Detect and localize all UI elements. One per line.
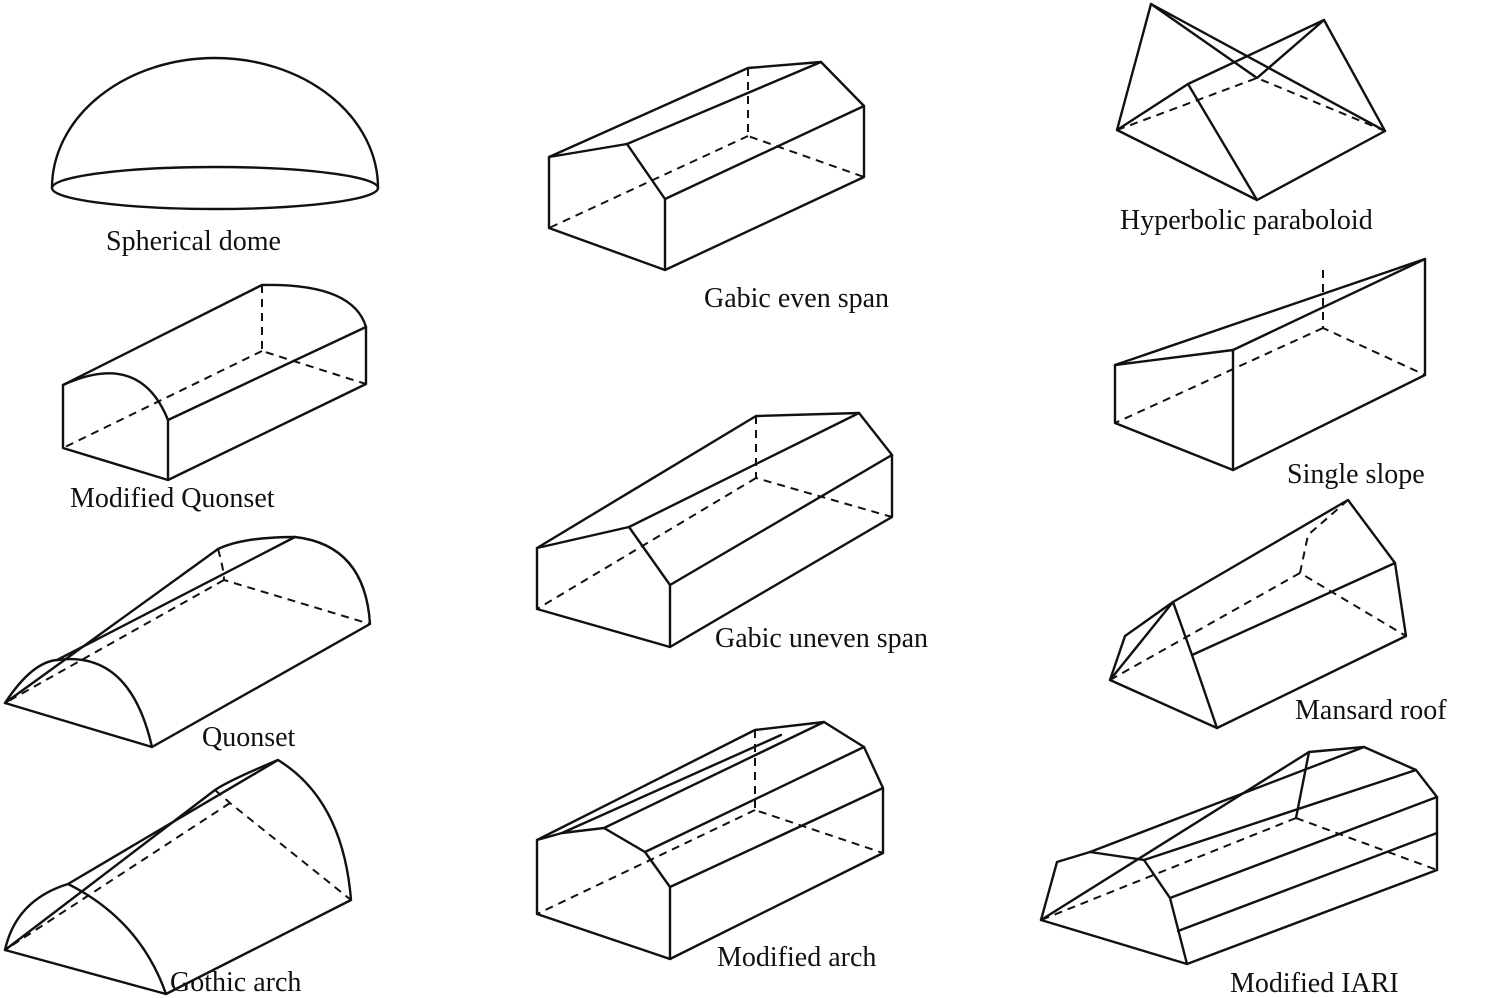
gabic-uneven-span-figure [535, 411, 894, 649]
gabic-even-span-figure [547, 60, 866, 272]
mansard-roof-label: Mansard roof [1295, 695, 1447, 726]
quonset-label: Quonset [202, 722, 296, 753]
single-slope-figure [1113, 257, 1427, 472]
modified-arch-label: Modified arch [717, 942, 877, 973]
modified-quonset-figure [61, 283, 368, 482]
gothic-arch-label: Gothic arch [170, 967, 302, 998]
spherical-dome-figure [50, 56, 380, 211]
modified-iari-figure [1039, 745, 1439, 966]
hyperbolic-paraboloid-figure [1115, 2, 1387, 202]
gabic-uneven-span-label: Gabic uneven span [715, 623, 929, 654]
gabic-even-span-label: Gabic even span [704, 283, 890, 314]
modified-iari-label: Modified IARI [1230, 968, 1399, 998]
single-slope-label: Single slope [1287, 459, 1425, 490]
quonset-figure [3, 535, 372, 749]
modified-quonset-label: Modified Quonset [70, 483, 275, 514]
spherical-dome-label: Spherical dome [106, 226, 281, 257]
modified-arch-figure [535, 720, 885, 961]
hyperbolic-paraboloid-label: Hyperbolic paraboloid [1120, 205, 1373, 236]
mansard-roof-figure [1108, 498, 1408, 730]
gothic-arch-figure [3, 758, 353, 996]
